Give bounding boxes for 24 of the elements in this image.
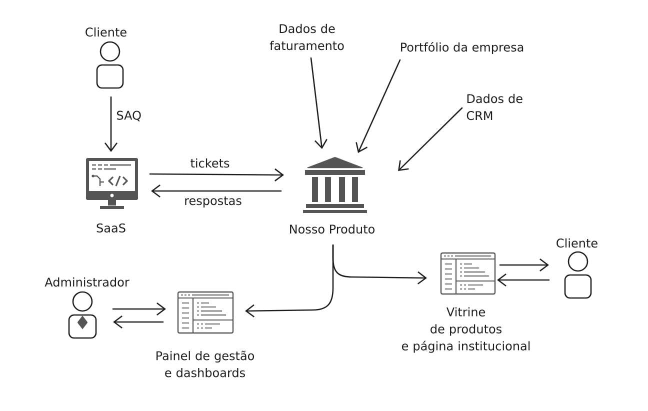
arrow [112, 302, 166, 316]
arrow [356, 59, 401, 153]
arrow [310, 57, 328, 149]
arrow [104, 96, 118, 152]
edge-label: tickets [190, 158, 230, 168]
node-label: Portfólio da empresa [401, 42, 524, 54]
edge-label: SAQ [117, 110, 141, 122]
node-label: Dados de faturamento [270, 24, 344, 50]
node-label: SaaS [96, 223, 126, 233]
node-label: Administrador [44, 277, 130, 287]
node-label: Nosso Produto [290, 224, 374, 234]
arrow [332, 244, 427, 284]
arrow [149, 168, 284, 182]
node-label: Vitrine de produtos e página institucional [402, 307, 530, 353]
edge-label: respostas [185, 196, 242, 208]
arrow [499, 258, 549, 272]
arrow [398, 107, 463, 171]
node-label: Painel de gestão e dashboards [156, 350, 254, 378]
node-label: Cliente [86, 27, 126, 37]
node-label: Dados de CRM [466, 94, 522, 120]
arrow [497, 273, 550, 287]
node-label: Cliente [556, 238, 598, 248]
arrow [113, 315, 164, 329]
arrow [151, 184, 282, 198]
